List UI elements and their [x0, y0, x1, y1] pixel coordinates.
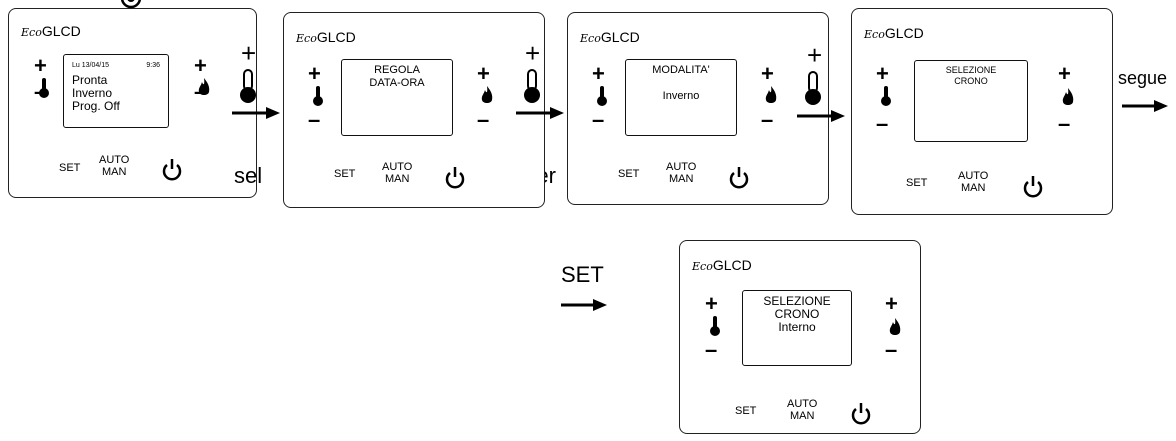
flame-icon	[888, 317, 902, 344]
power-plus-button[interactable]: +	[477, 61, 490, 86]
temp-plus-button[interactable]: +	[705, 291, 718, 316]
segue-label: segue	[1118, 68, 1168, 88]
power-icon[interactable]	[850, 401, 872, 430]
step-plus-label: +	[525, 38, 541, 68]
brand-logo: EcoGLCD	[692, 257, 752, 273]
temp-minus-button[interactable]: –	[705, 337, 718, 362]
thermostat-panel-datetime: EcoGLCD + – REGOLA DATA-ORA + – SET AUTO…	[283, 12, 545, 208]
flame-icon	[764, 85, 778, 112]
power-minus-button[interactable]: –	[1058, 111, 1071, 136]
power-icon[interactable]	[444, 165, 466, 194]
thermometer-icon	[595, 85, 609, 112]
thermometer-step-icon	[522, 68, 542, 109]
power-plus-button[interactable]: +	[194, 53, 207, 78]
flame-icon	[1061, 87, 1075, 114]
thermometer-icon	[879, 85, 893, 112]
power-minus-button[interactable]: –	[761, 107, 774, 132]
screen-line: Inverno	[662, 90, 700, 102]
set-flow-label: SET	[561, 262, 604, 287]
temp-plus-button[interactable]: +	[592, 61, 605, 86]
power-minus-button[interactable]: –	[885, 337, 898, 362]
screen-line: Pronta	[72, 73, 108, 87]
temp-minus-button[interactable]: –	[34, 79, 47, 104]
flow-arrow	[232, 105, 280, 126]
flow-arrow	[797, 108, 845, 129]
status-time: 9:36	[146, 62, 160, 69]
set-button[interactable]: SET	[334, 168, 356, 180]
temp-plus-button[interactable]: +	[308, 61, 321, 86]
set-button[interactable]: SET	[735, 405, 757, 417]
power-minus-button[interactable]: –	[477, 107, 490, 132]
brand-logo: EcoGLCD	[21, 23, 81, 39]
thermostat-panel-home: EcoGLCD + – Lu 13/04/15 9:36 Pronta Inver…	[8, 8, 257, 198]
power-icon[interactable]	[1022, 174, 1044, 203]
brand-logo: EcoGLCD	[296, 29, 356, 45]
power-plus-button[interactable]: +	[1058, 61, 1071, 86]
lcd-screen: SELEZIONE CRONO	[914, 60, 1028, 142]
power-plus-button[interactable]: +	[761, 61, 774, 86]
set-flow-arrow	[561, 297, 607, 318]
power-icon[interactable]	[161, 157, 183, 186]
flame-icon	[197, 77, 211, 104]
power-icon[interactable]	[728, 165, 750, 194]
screen-line	[626, 77, 736, 90]
temp-minus-button[interactable]: –	[876, 111, 889, 136]
screen-line: CRONO	[774, 307, 820, 321]
thermometer-icon	[311, 85, 325, 112]
screen-line: DATA-ORA	[369, 77, 425, 89]
lcd-screen: MODALITA' Inverno	[625, 59, 737, 136]
thermometer-step-icon	[238, 68, 258, 109]
power-minus-button[interactable]: –	[194, 79, 207, 104]
lcd-screen: Lu 13/04/15 9:36 Pronta Inverno Prog. Off	[63, 54, 169, 128]
clipped-knob-icon	[118, 0, 144, 17]
step-plus-label: +	[807, 40, 823, 70]
thermometer-icon	[37, 77, 51, 104]
screen-line: Inverno	[72, 86, 113, 100]
thermostat-panel-crono-interno: EcoGLCD + – SELEZIONE CRONO Interno + – …	[679, 240, 921, 434]
lcd-screen: REGOLA DATA-ORA	[341, 59, 453, 136]
power-plus-button[interactable]: +	[885, 291, 898, 316]
thermostat-panel-crono: EcoGLCD + – SELEZIONE CRONO + – SET AUTO…	[851, 8, 1113, 215]
temp-minus-button[interactable]: –	[308, 107, 321, 132]
flow-arrow	[516, 105, 564, 126]
status-date: Lu 13/04/15	[72, 62, 109, 69]
lcd-screen: SELEZIONE CRONO Interno	[742, 290, 852, 366]
thermostat-panel-mode: EcoGLCD + – MODALITA' Inverno + – SET AU…	[567, 12, 829, 205]
segue-arrow	[1122, 98, 1168, 119]
brand-logo: EcoGLCD	[580, 29, 640, 45]
set-button[interactable]: SET	[906, 177, 928, 189]
screen-line: CRONO	[954, 76, 988, 86]
temp-plus-button[interactable]: +	[34, 53, 47, 78]
screen-line: MODALITA'	[652, 64, 710, 76]
partial-caption-left: sel	[234, 163, 263, 188]
screen-line: Interno	[778, 320, 816, 334]
screen-line: Prog. Off	[72, 99, 120, 113]
temp-plus-button[interactable]: +	[876, 61, 889, 86]
flame-icon	[480, 85, 494, 112]
set-button[interactable]: SET	[618, 168, 640, 180]
thermometer-step-icon	[803, 70, 823, 111]
set-button[interactable]: SET	[59, 162, 81, 174]
thermometer-icon	[708, 315, 722, 342]
screen-line: SELEZIONE	[945, 65, 997, 75]
temp-minus-button[interactable]: –	[592, 107, 605, 132]
brand-logo: EcoGLCD	[864, 25, 924, 41]
step-plus-label: +	[241, 38, 257, 68]
screen-line: REGOLA	[374, 64, 420, 76]
screen-line: SELEZIONE	[763, 294, 831, 308]
